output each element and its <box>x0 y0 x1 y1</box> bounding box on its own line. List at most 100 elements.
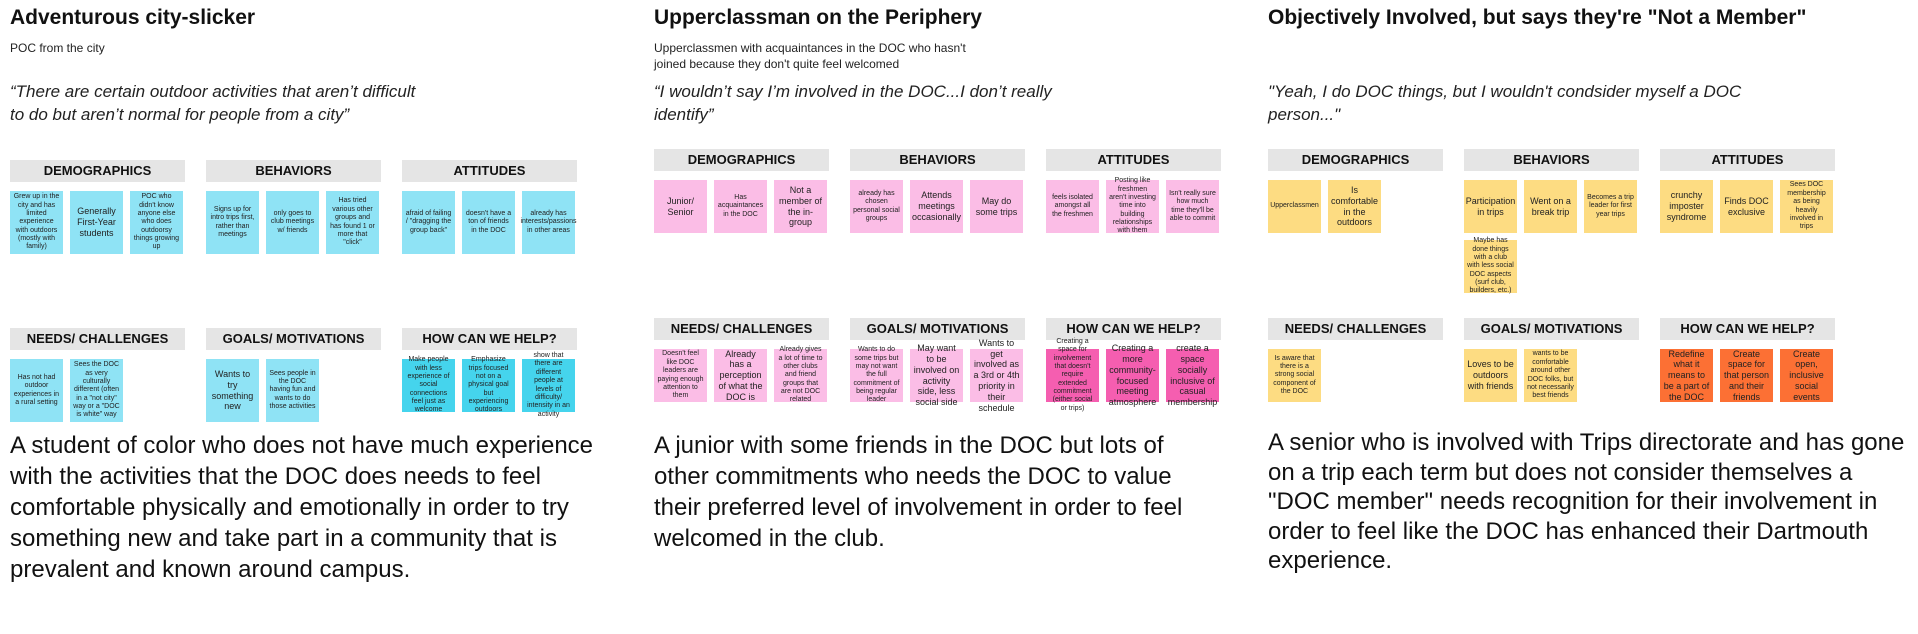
section-header: HOW CAN WE HELP? <box>402 328 577 350</box>
sticky-note-group: Doesn't feel like DOC leaders are paying… <box>654 346 829 403</box>
sticky-note: create a space socially inclusive of cas… <box>1166 343 1219 408</box>
sticky-note: Create open, inclusive social events <box>1780 349 1833 402</box>
section-header: HOW CAN WE HELP? <box>1660 318 1835 340</box>
sticky-note: Already has a perception of what the DOC… <box>714 349 767 402</box>
sticky-note: only goes to club meetings w/ friends <box>266 191 319 254</box>
sticky-note: Has acquaintances in the DOC <box>714 180 767 233</box>
section-header: GOALS/ MOTIVATIONS <box>1464 318 1639 340</box>
section-needs-challenges: NEEDS/ CHALLENGES Doesn't feel like DOC l… <box>654 318 829 403</box>
sticky-note: Attends meetings occasionally <box>910 180 963 233</box>
sticky-note: POC who didn't know anyone else who does… <box>130 191 183 254</box>
sticky-note-group: Wants to do some trips but may not want … <box>850 338 1025 413</box>
section-header: ATTITUDES <box>402 160 577 182</box>
sticky-note: Already gives a lot of time to other clu… <box>774 346 827 403</box>
section-goals-motivations: GOALS/ MOTIVATIONS Loves to be outdoors w… <box>1464 318 1639 402</box>
sticky-note: May want to be involved on activity side… <box>910 343 963 407</box>
section-header: BEHAVIORS <box>206 160 381 182</box>
sticky-note: Wants to get involved as a 3rd or 4th pr… <box>970 338 1023 413</box>
section-header: ATTITUDES <box>1046 149 1221 171</box>
section-behaviors: BEHAVIORS Signs up for intro trips first,… <box>206 160 381 254</box>
sticky-note: Has not had outdoor experiences in a rur… <box>10 359 63 422</box>
section-header: HOW CAN WE HELP? <box>1046 318 1221 340</box>
sticky-note-group: Is aware that there is a strong social c… <box>1268 349 1443 402</box>
sticky-note-group: Redefine what it means to be a part of t… <box>1660 349 1835 402</box>
persona-description: A junior with some friends in the DOC bu… <box>654 432 1183 552</box>
sticky-note: Sees people in the DOC having fun and wa… <box>266 359 319 422</box>
sticky-note: Finds DOC exclusive <box>1720 180 1773 233</box>
persona-quote: “There are certain outdoor activities th… <box>10 82 416 124</box>
section-header: DEMOGRAPHICS <box>654 149 829 171</box>
section-how-can-we-help: HOW CAN WE HELP? Redefine what it means t… <box>1660 318 1835 402</box>
sticky-note: show that there are different people at … <box>522 352 575 418</box>
section-header: GOALS/ MOTIVATIONS <box>206 328 381 350</box>
sticky-note: Signs up for intro trips first, rather t… <box>206 191 259 254</box>
section-attitudes: ATTITUDES feels isolated amongst all the … <box>1046 149 1221 234</box>
sticky-note: Make people with less experience of soci… <box>402 356 455 413</box>
sticky-note-group: Creating a space for involvement that do… <box>1046 338 1221 412</box>
persona-description: A student of color who does not have muc… <box>10 432 594 583</box>
sticky-note: Went on a break trip <box>1524 180 1577 233</box>
sticky-note: Becomes a trip leader for first year tri… <box>1584 180 1637 233</box>
persona-quote: “I wouldn’t say I’m involved in the DOC.… <box>654 82 1052 124</box>
persona-title: Objectively Involved, but says they're "… <box>1268 6 1807 29</box>
sticky-note-group: Grew up in the city and has limited expe… <box>10 191 185 254</box>
section-header: NEEDS/ CHALLENGES <box>654 318 829 340</box>
sticky-note-group: Make people with less experience of soci… <box>402 352 577 418</box>
persona-title: Upperclassman on the Periphery <box>654 6 982 29</box>
sticky-note: Doesn't feel like DOC leaders are paying… <box>654 349 707 402</box>
sticky-note: Is comfortable in the outdoors <box>1328 180 1381 233</box>
sticky-note: Emphasize trips focused not on a physica… <box>462 356 515 413</box>
section-how-can-we-help: HOW CAN WE HELP? Make people with less ex… <box>402 328 577 418</box>
section-header: DEMOGRAPHICS <box>1268 149 1443 171</box>
sticky-note: Isn't really sure how much time they'll … <box>1166 180 1219 233</box>
section-header: NEEDS/ CHALLENGES <box>10 328 185 350</box>
section-demographics: DEMOGRAPHICS Grew up in the city and has … <box>10 160 185 254</box>
sticky-note: May do some trips <box>970 180 1023 233</box>
sticky-note: Sees the DOC as very culturally differen… <box>70 359 123 422</box>
persona-subtitle: POC from the city <box>10 41 105 55</box>
persona-3: Objectively Involved, but says they're "… <box>1268 0 1904 634</box>
sticky-note: Wants to do some trips but may not want … <box>850 346 903 403</box>
sticky-note-group: already has chosen personal social group… <box>850 180 1025 233</box>
sticky-note: Posting like freshmen aren't investing t… <box>1106 177 1159 234</box>
section-header: DEMOGRAPHICS <box>10 160 185 182</box>
sticky-note: Create space for that person and their f… <box>1720 349 1773 402</box>
section-needs-challenges: NEEDS/ CHALLENGES Has not had outdoor exp… <box>10 328 185 422</box>
sticky-note: Generally First-Year students <box>70 191 123 254</box>
sticky-note: Maybe has done things with a club with l… <box>1464 237 1517 294</box>
sticky-note: already has interests/passions in other … <box>520 191 577 254</box>
sticky-note: Loves to be outdoors with friends <box>1464 349 1517 402</box>
section-goals-motivations: GOALS/ MOTIVATIONS Wants to try something… <box>206 328 381 422</box>
sticky-note: Creating a space for involvement that do… <box>1046 338 1099 412</box>
persona-subtitle: Upperclassmen with acquaintances in the … <box>654 41 966 71</box>
section-header: BEHAVIORS <box>850 149 1025 171</box>
sticky-note: Redefine what it means to be a part of t… <box>1660 349 1713 402</box>
sticky-note: crunchy imposter syndrome <box>1660 180 1713 233</box>
persona-title: Adventurous city-slicker <box>10 6 256 29</box>
section-header: ATTITUDES <box>1660 149 1835 171</box>
persona-quote: "Yeah, I do DOC things, but I wouldn't c… <box>1268 82 1742 124</box>
sticky-note: Participation in trips <box>1464 180 1517 233</box>
section-behaviors: BEHAVIORS already has chosen personal soc… <box>850 149 1025 233</box>
sticky-note: Upperclassmen <box>1268 180 1321 233</box>
sticky-note: doesn't have a ton of friends in the DOC <box>462 191 515 254</box>
sticky-note: Junior/ Senior <box>654 180 707 233</box>
sticky-note: wants to be comfortable around other DOC… <box>1524 349 1577 402</box>
sticky-note: already has chosen personal social group… <box>850 180 903 233</box>
sticky-note: Has tried various other groups and has f… <box>326 191 379 254</box>
sticky-note: Creating a more community-focused meetin… <box>1106 343 1159 407</box>
